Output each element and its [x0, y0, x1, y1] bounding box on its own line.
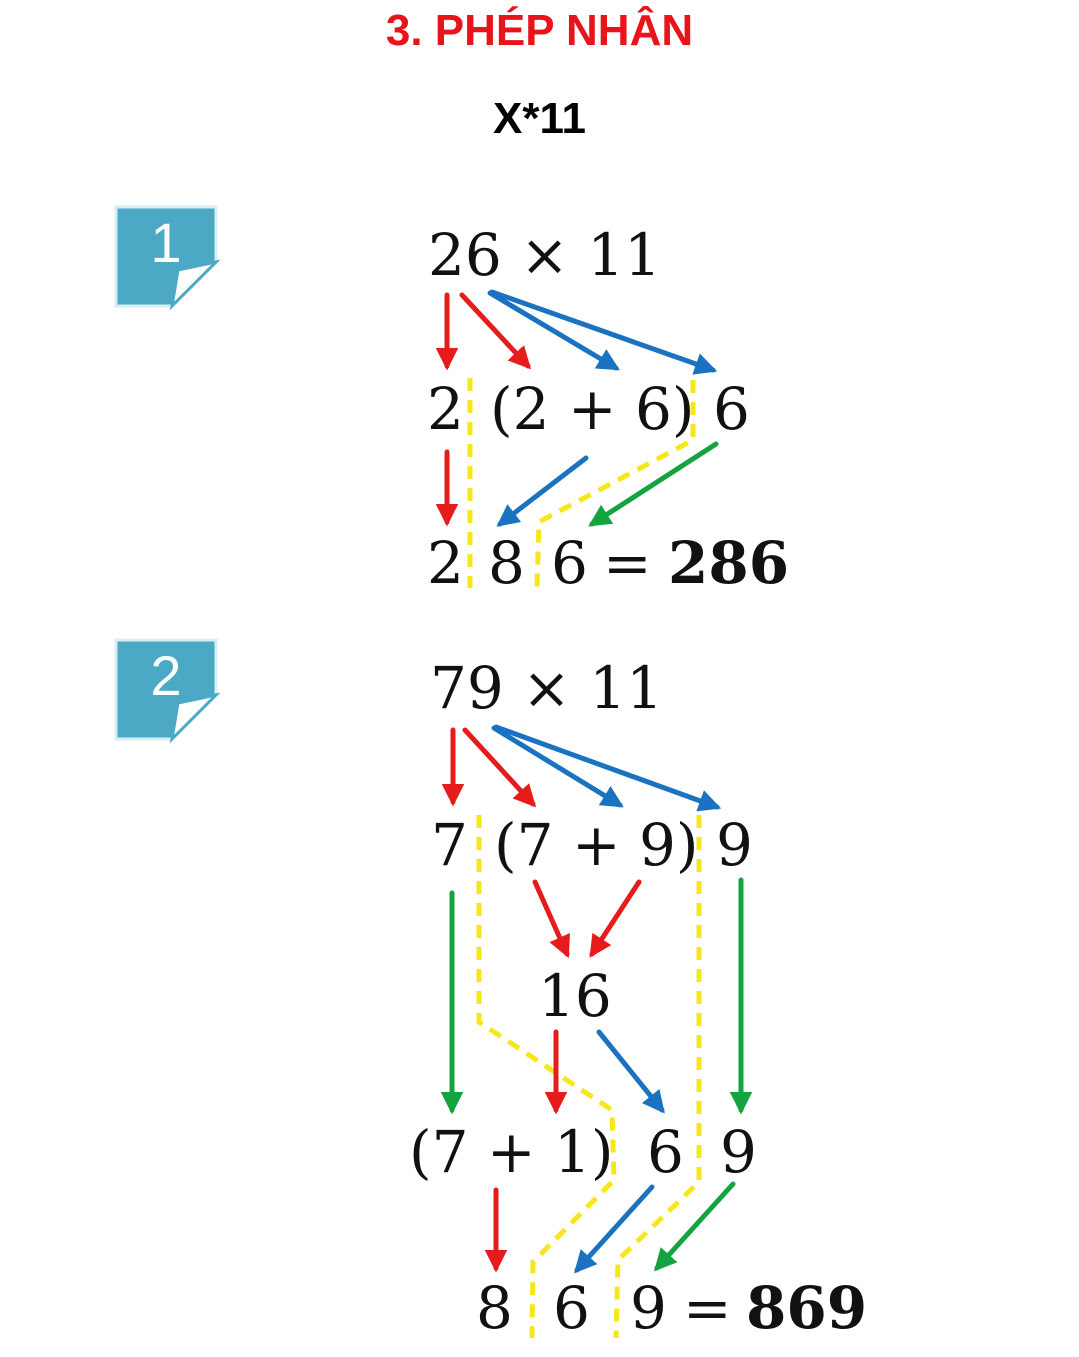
ex1-arrow-green-1: [588, 441, 719, 527]
badge-1-number: 1: [150, 211, 181, 274]
ex2-row2-left: (7 + 1): [409, 1118, 614, 1186]
ex2-divider-right: [613, 815, 702, 1339]
ex2-result: 869: [746, 1274, 867, 1342]
badge-2-number: 2: [150, 644, 181, 707]
badge-2: 2: [114, 638, 221, 744]
ex2-row3-digit3: 9: [630, 1274, 667, 1342]
ex2-arrow-green-3: [653, 1181, 736, 1272]
ex1-row2-equals: =: [603, 529, 652, 597]
ex1-row1-left: 2: [427, 375, 464, 443]
ex2-arrow-blue-3: [596, 1029, 665, 1114]
ex1-arrow-red-2: [459, 292, 532, 370]
ex2-row3-digit1: 8: [476, 1274, 513, 1342]
ex2-arrow-blue-4: [573, 1184, 655, 1274]
example-1: 1 26 × 11 2 (2 + 6) 6 2 8 6 = 286: [114, 205, 789, 597]
ex1-arrows: [435, 289, 719, 527]
ex1-row1-middle: (2 + 6): [490, 375, 695, 443]
ex1-arrow-blue-1: [487, 290, 620, 371]
ex1-arrow-blue-2: [489, 289, 718, 375]
ex1-row1-right: 6: [713, 375, 750, 443]
ex2-row3-equals: =: [683, 1274, 732, 1342]
ex2-arrow-blue-1: [491, 725, 624, 808]
ex2-row1-right: 9: [716, 811, 753, 879]
ex2-row1-left: 7: [431, 811, 468, 879]
ex1-row2-digit1: 2: [427, 529, 464, 597]
ex2-sum: 16: [538, 962, 612, 1030]
ex2-row2-right: 9: [720, 1118, 757, 1186]
ex1-divider-right: [534, 380, 696, 589]
ex2-arrows: [440, 724, 753, 1274]
ex2-row2-mid: 6: [647, 1118, 684, 1186]
ex2-dividers: [476, 815, 702, 1339]
ex2-divider-left: [476, 815, 617, 1339]
ex2-arrow-red-2: [462, 727, 537, 808]
ex2-problem: 79 × 11: [430, 654, 663, 722]
ex1-result: 286: [668, 529, 789, 597]
ex2-arrow-red-3: [532, 879, 570, 959]
ex2-arrow-red-4: [589, 879, 642, 958]
ex2-row1-middle: (7 + 9): [494, 811, 699, 879]
example-2: 2 79 × 11 7 (7 + 9) 9 16: [114, 638, 867, 1342]
ex2-arrow-blue-2: [493, 724, 722, 812]
ex1-row2-digit2: 8: [488, 529, 525, 597]
badge-1: 1: [114, 205, 221, 311]
ex1-dividers: [467, 378, 696, 589]
ex1-problem: 26 × 11: [428, 221, 661, 289]
page-title: 3. PHÉP NHÂN: [385, 6, 694, 55]
ex1-arrow-blue-3: [496, 455, 589, 527]
ex2-row3-digit2: 6: [553, 1274, 590, 1342]
page-subtitle: X*11: [493, 94, 586, 143]
ex1-row2-digit3: 6: [551, 529, 588, 597]
